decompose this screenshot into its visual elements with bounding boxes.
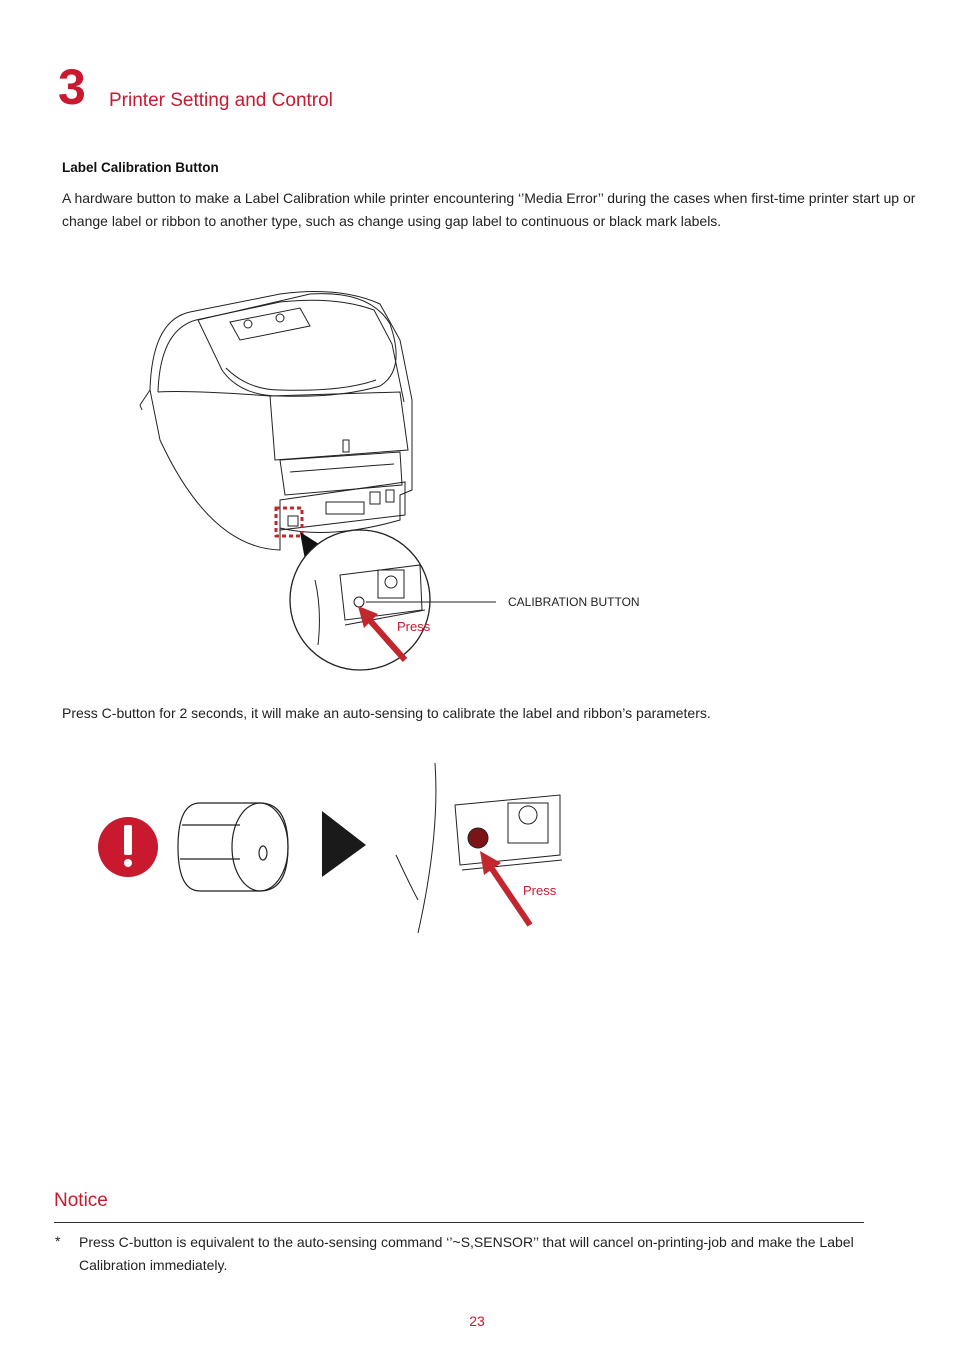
calibration-button-icon xyxy=(467,827,489,849)
notice-bullet: * xyxy=(55,1233,61,1249)
warning-icon xyxy=(98,817,158,877)
notice-divider xyxy=(54,1222,864,1223)
press-label: Press xyxy=(523,883,557,898)
chapter-number: 3 xyxy=(58,59,86,115)
label-roll-icon xyxy=(177,802,289,892)
calibration-steps-illustration xyxy=(90,755,570,935)
section-heading: Label Calibration Button xyxy=(62,160,219,175)
printer-illustration xyxy=(130,280,690,680)
button-closeup xyxy=(395,762,563,934)
calibration-button-callout: CALIBRATION BUTTON xyxy=(508,595,640,609)
next-arrow-icon xyxy=(322,811,366,877)
section-paragraph: A hardware button to make a Label Calibr… xyxy=(62,190,916,229)
press-label: Press xyxy=(397,619,431,634)
highlight-box xyxy=(274,506,304,538)
chapter-title: Printer Setting and Control xyxy=(109,90,333,111)
steps-drawing xyxy=(98,762,563,934)
instruction-paragraph: Press C-button for 2 seconds, it will ma… xyxy=(62,705,711,721)
printer-drawing xyxy=(139,291,496,671)
notice-title: Notice xyxy=(54,1190,108,1211)
notice-text: Press C-button is equivalent to the auto… xyxy=(79,1234,854,1273)
page-number: 23 xyxy=(469,1313,485,1329)
